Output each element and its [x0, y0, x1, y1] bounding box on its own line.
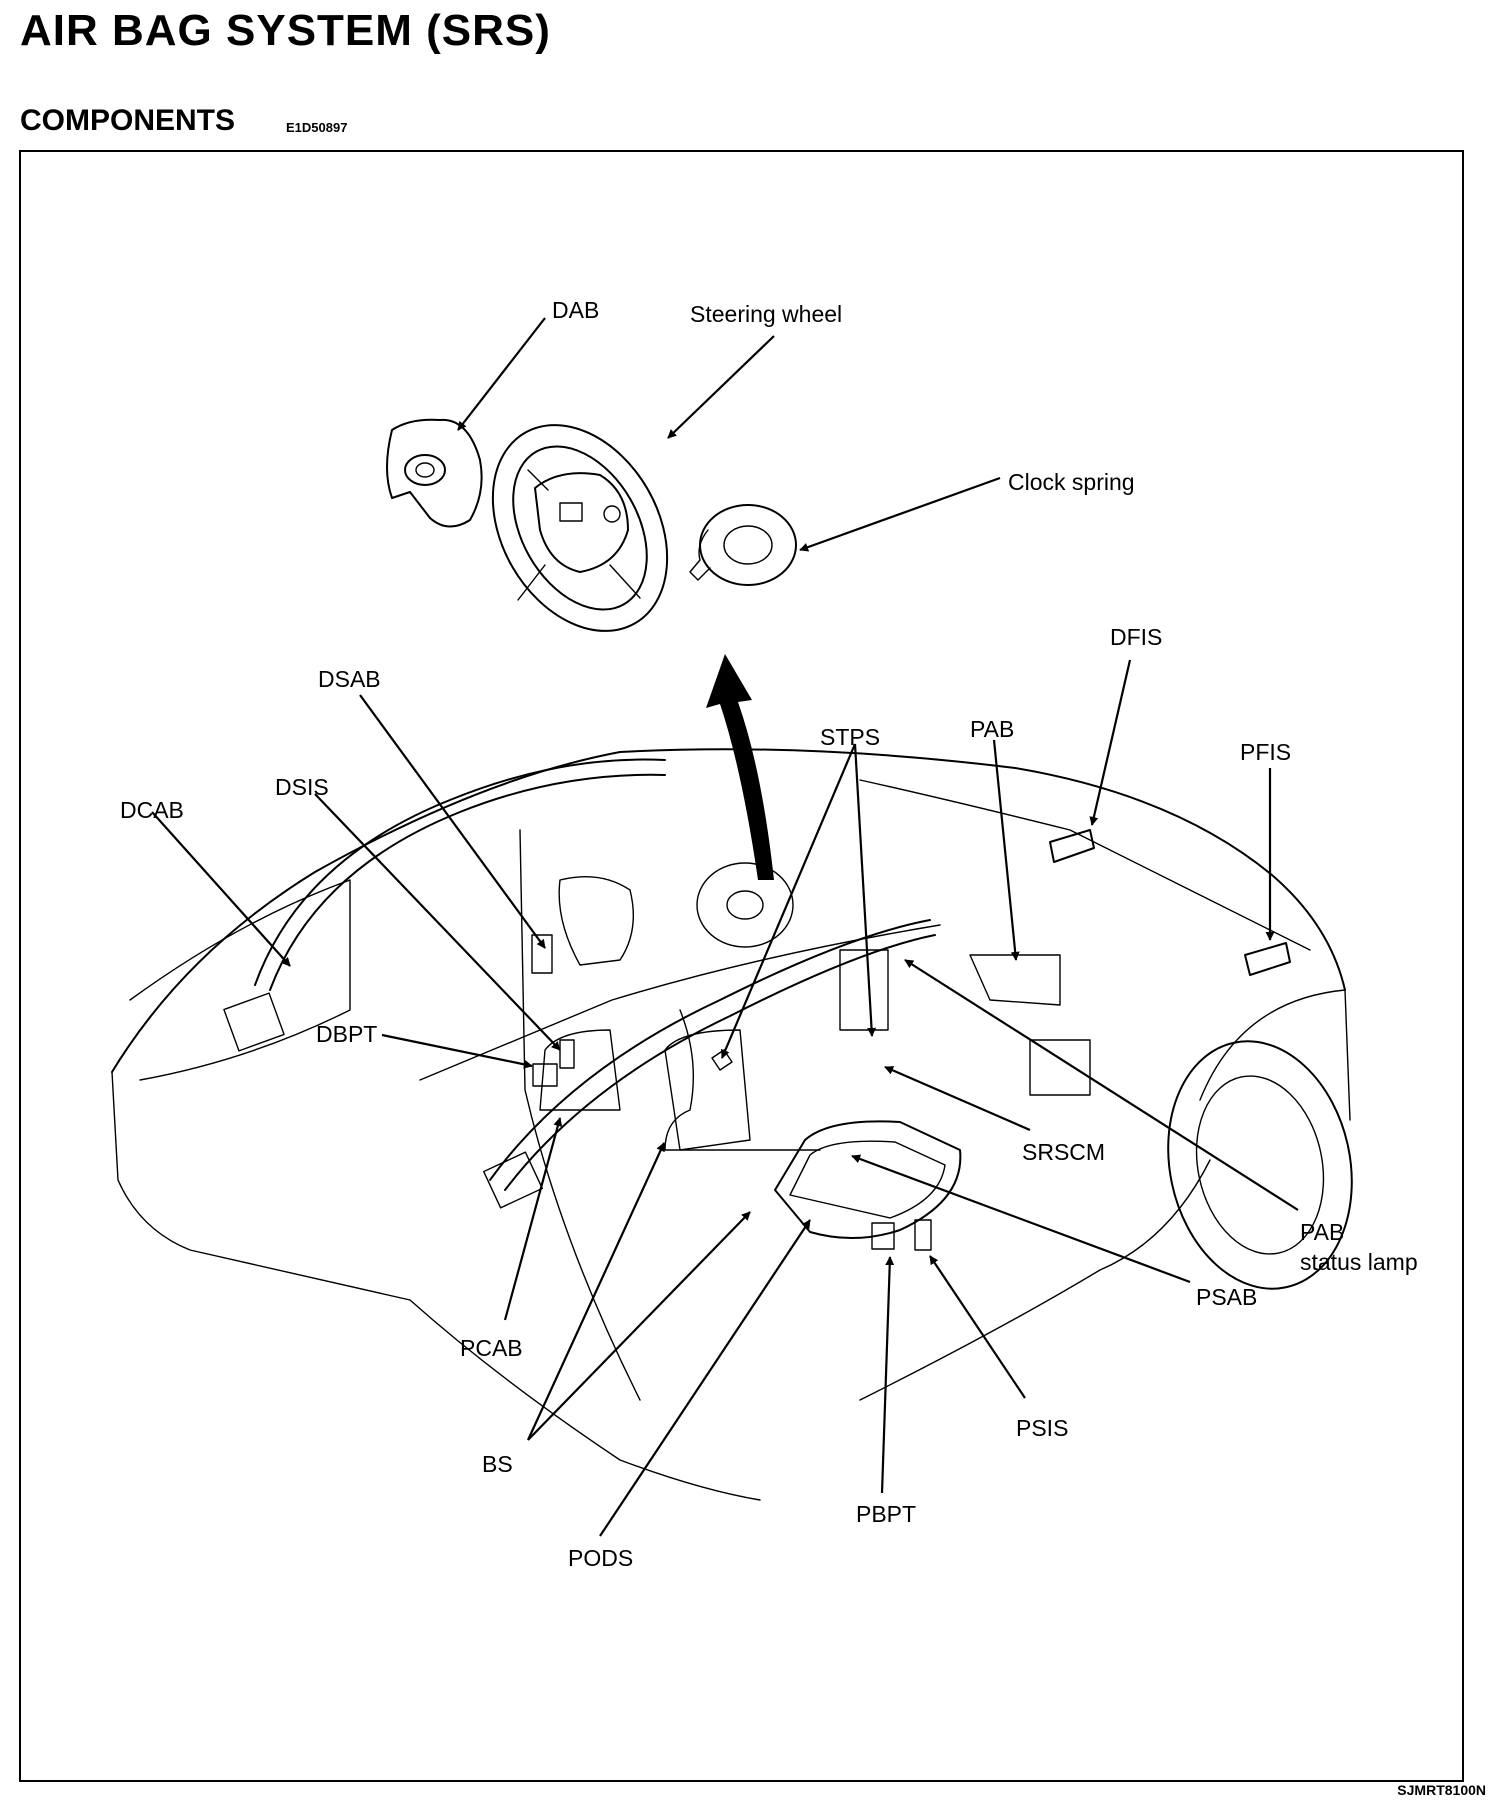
page-title: AIR BAG SYSTEM (SRS)	[20, 6, 551, 55]
label-stps: STPS	[820, 724, 880, 750]
label-bs: BS	[482, 1451, 513, 1477]
label-pab: PAB	[970, 716, 1014, 742]
figure-code: SJMRT8100N	[1397, 1782, 1486, 1798]
document-code: E1D50897	[286, 120, 348, 135]
label-pods: PODS	[568, 1545, 633, 1571]
label-pcab: PCAB	[460, 1335, 523, 1361]
sensor-drawings	[531, 829, 1291, 1087]
vehicle-body-drawing	[111, 748, 1353, 1501]
label-dfis: DFIS	[1110, 624, 1162, 650]
label-dab: DAB	[552, 297, 599, 323]
diagram-frame	[19, 150, 1464, 1782]
dab-module-drawing	[386, 418, 483, 528]
label-pfis: PFIS	[1240, 739, 1291, 765]
leader-lines	[151, 317, 1299, 1537]
curtain-airbag-rails-drawing	[223, 758, 936, 1209]
label-psab: PSAB	[1196, 1284, 1257, 1310]
steering-wheel-drawing	[491, 424, 669, 632]
label-clock-spring: Clock spring	[1008, 469, 1135, 495]
label-steering-wheel: Steering wheel	[690, 301, 842, 327]
label-pbpt: PBPT	[856, 1501, 916, 1527]
clock-spring-drawing	[689, 504, 797, 586]
label-pab-status-lamp-line2: status lamp	[1300, 1249, 1418, 1275]
label-dsab: DSAB	[318, 666, 381, 692]
label-dbpt: DBPT	[316, 1021, 377, 1047]
label-psis: PSIS	[1016, 1415, 1068, 1441]
lift-arrow-drawing	[706, 654, 774, 880]
seat-drawings	[539, 1029, 962, 1251]
label-srscm: SRSCM	[1022, 1139, 1105, 1165]
label-dcab: DCAB	[120, 797, 184, 823]
label-dsis: DSIS	[275, 774, 329, 800]
label-pab-status-lamp-line1: PAB	[1300, 1219, 1344, 1245]
section-title: COMPONENTS	[20, 104, 236, 137]
